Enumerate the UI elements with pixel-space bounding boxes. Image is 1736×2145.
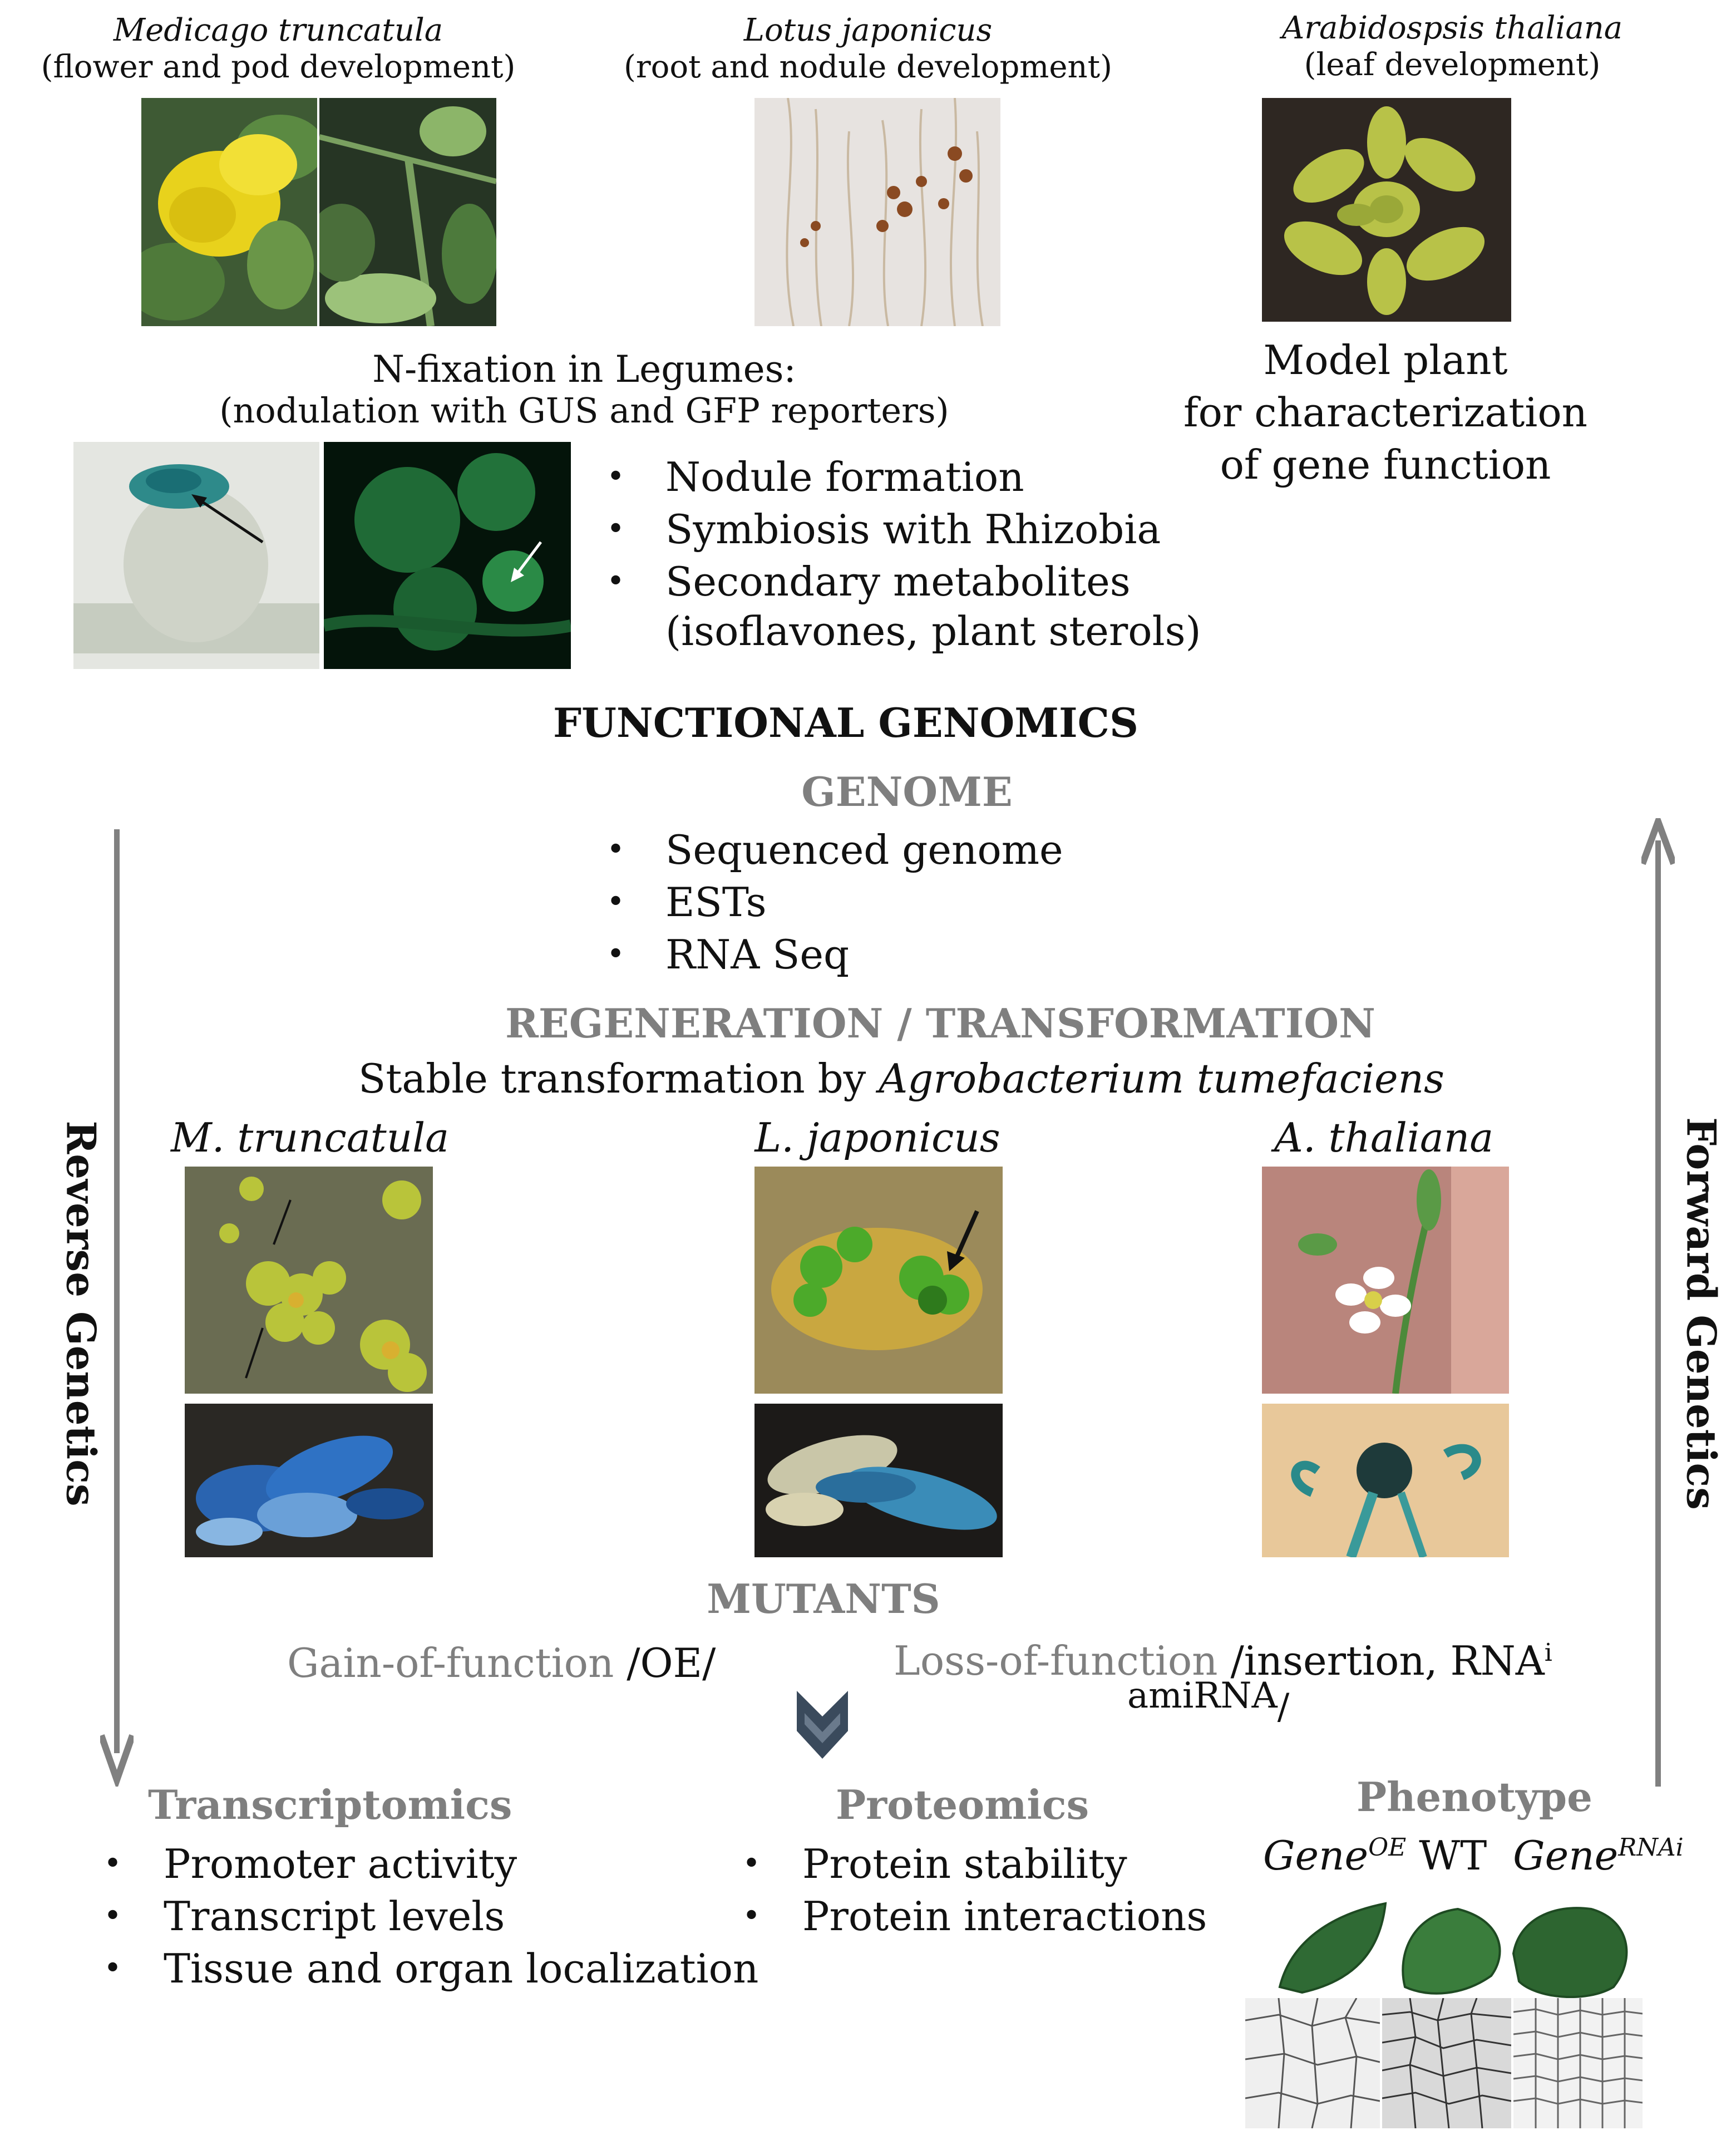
regeneration-heading: REGENERATION / TRANSFORMATION <box>505 1000 1375 1047</box>
arabidopsis-leaf-photo <box>1262 98 1511 322</box>
loss-sup: i <box>1544 1639 1552 1667</box>
lj-gus-photo <box>754 1404 1003 1557</box>
nfix-bullet-continuation: (isoflavones, plant sterols) <box>665 608 1201 655</box>
medicago-header: Medicago truncatula (flower and pod deve… <box>0 12 556 86</box>
cells-rnai-photo <box>1513 1998 1643 2128</box>
loss-of-function: Loss-of-function /insertion, RNAi <box>894 1637 1552 1684</box>
nfix-bullet: Symbiosis with Rhizobia <box>606 503 1161 555</box>
lotus-root-photo <box>754 98 1000 326</box>
transformation-prefix: Stable transformation by <box>358 1055 879 1102</box>
model-line: for characterization <box>1183 389 1588 436</box>
nfix-header: N-fixation in Legumes: (nodulation with … <box>167 348 1002 431</box>
loss-tail: /insertion, RNA <box>1230 1637 1545 1684</box>
oe-sup: OE <box>1368 1833 1407 1862</box>
lotus-title: Lotus japonicus <box>743 12 993 48</box>
mt-gus-photo <box>185 1404 433 1557</box>
gain-of-function: Gain-of-function /OE/ <box>287 1640 716 1686</box>
functional-genomics-heading: FUNCTIONAL GENOMICS <box>553 699 1138 746</box>
mutants-heading: MUTANTS <box>707 1575 940 1622</box>
gene-rnai-label: Gene <box>1513 1832 1619 1879</box>
wt-label: WT <box>1419 1832 1487 1879</box>
model-line: of gene function <box>1220 441 1551 488</box>
agrobacterium-name: Agrobacterium tumefaciens <box>879 1055 1444 1102</box>
proteomics-bullet: Protein interactions <box>742 1890 1207 1942</box>
amirna-tail: / <box>1277 1686 1290 1728</box>
mt-callus-photo <box>185 1167 433 1394</box>
nfix-subtitle: (nodulation with GUS and GFP reporters) <box>219 390 949 431</box>
medicago-subtitle: (flower and pod development) <box>41 49 516 85</box>
cells-oe-photo <box>1245 1998 1380 2128</box>
arabidopsis-title: Arabidospsis thaliana <box>1281 10 1623 46</box>
gus-nodule-photo <box>73 442 319 669</box>
species-lj: L. japonicus <box>754 1114 1000 1161</box>
medicago-title: Medicago truncatula <box>113 12 443 48</box>
gene-oe-label: Gene <box>1263 1832 1369 1879</box>
species-mt: M. truncatula <box>170 1114 450 1161</box>
proteomics-heading: Proteomics <box>836 1781 1089 1828</box>
genome-heading: GENOME <box>801 768 1013 815</box>
lotus-subtitle: (root and nodule development) <box>624 49 1112 85</box>
medicago-flower-photo <box>141 98 317 326</box>
at-gus-photo <box>1262 1404 1509 1557</box>
medicago-pod-photo <box>319 98 496 326</box>
amirna-text: amiRNA <box>1127 1675 1278 1716</box>
transformation-line: Stable transformation by Agrobacterium t… <box>312 1055 1491 1102</box>
model-plant-text: Model plant for characterization of gene… <box>1157 334 1614 491</box>
nfix-bullet: Nodule formation <box>606 451 1161 503</box>
genome-bullets: Sequenced genome ESTs RNA Seq <box>606 824 1063 981</box>
forward-genetics-label: Forward Genetics <box>1678 1117 1725 1510</box>
gain-label: Gain-of-function <box>287 1640 627 1686</box>
reverse-genetics-label: Reverse Genetics <box>57 1120 105 1507</box>
phenotype-labels: GeneOE WT GeneRNAi <box>1263 1832 1684 1879</box>
arabidopsis-header: Arabidospsis thaliana (leaf development) <box>1174 10 1730 83</box>
transcriptomics-heading: Transcriptomics <box>148 1781 512 1828</box>
nfix-title: N-fixation in Legumes: <box>372 348 796 391</box>
species-at: A. thaliana <box>1274 1114 1494 1161</box>
transcriptomics-bullet: Tissue and organ localization <box>103 1942 758 1995</box>
proteomics-bullets: Protein stability Protein interactions <box>742 1838 1207 1942</box>
forward-genetics-arrow <box>1639 811 1677 1787</box>
transcriptomics-bullet: Transcript levels <box>103 1890 758 1942</box>
nfix-bullets: Nodule formation Symbiosis with Rhizobia… <box>606 451 1161 608</box>
proteomics-bullet: Protein stability <box>742 1838 1207 1890</box>
genome-bullet: ESTs <box>606 876 1063 928</box>
arabidopsis-subtitle: (leaf development) <box>1304 47 1601 83</box>
cells-wt-photo <box>1382 1998 1511 2128</box>
lotus-header: Lotus japonicus (root and nodule develop… <box>590 12 1146 86</box>
at-flower-photo <box>1262 1167 1509 1394</box>
genome-bullet: RNA Seq <box>606 928 1063 981</box>
nfix-bullet: Secondary metabolites <box>606 555 1161 608</box>
rnai-sup: RNAi <box>1618 1833 1684 1862</box>
model-line: Model plant <box>1263 337 1508 383</box>
gfp-nodule-photo <box>324 442 571 669</box>
phenotype-leaves <box>1269 1892 1691 2004</box>
gain-tail: /OE/ <box>627 1640 716 1686</box>
reverse-genetics-arrow <box>98 829 136 1790</box>
lj-callus-photo <box>754 1167 1003 1394</box>
transcriptomics-bullet: Promoter activity <box>103 1838 758 1890</box>
phenotype-heading: Phenotype <box>1357 1773 1592 1821</box>
amirna-line: amiRNA/ <box>1127 1675 1289 1728</box>
transcriptomics-bullets: Promoter activity Transcript levels Tiss… <box>103 1838 758 1995</box>
chevron-down-icon <box>795 1689 850 1761</box>
genome-bullet: Sequenced genome <box>606 824 1063 876</box>
loss-label: Loss-of-function <box>894 1637 1231 1684</box>
